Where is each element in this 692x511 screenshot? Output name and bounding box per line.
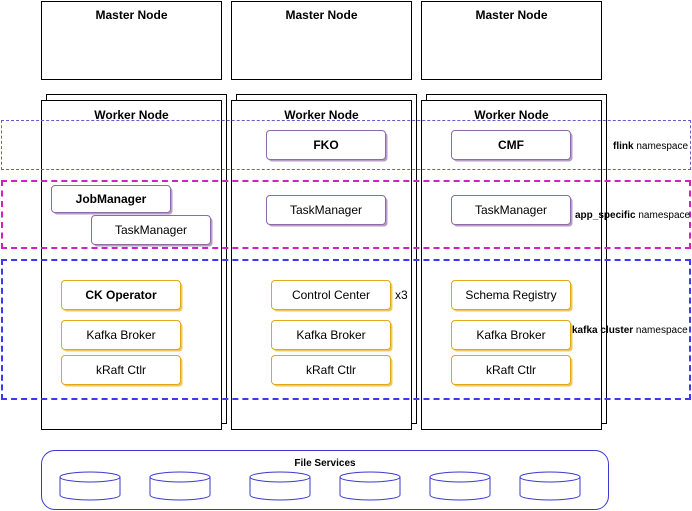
fko-component: FKO	[266, 130, 386, 160]
kraft-controller-component: kRaft Ctlr	[61, 355, 181, 385]
ck-operator-component: CK Operator	[61, 280, 181, 310]
namespace-suffix: namespace	[633, 141, 689, 152]
namespace-suffix: namespace	[633, 325, 688, 336]
master-node: Master Node	[231, 1, 412, 80]
jobmanager-component: JobManager	[51, 185, 171, 213]
control-center-component: Control Center	[271, 280, 391, 310]
master-node: Master Node	[41, 1, 222, 80]
kafka-broker-component: Kafka Broker	[61, 320, 181, 350]
namespace-suffix: namespace	[635, 210, 691, 221]
cmf-component: CMF	[451, 130, 571, 160]
file-services-title: File Services	[294, 458, 356, 469]
kafka-broker-component: Kafka Broker	[451, 320, 571, 350]
flink-namespace-label: flink namespace	[613, 141, 688, 152]
master-node-title: Master Node	[95, 8, 168, 22]
app-specific-namespace-label: app_specific namespace	[575, 210, 690, 221]
kafka-cluster-namespace-label: kafka cluster namespace	[572, 325, 688, 336]
app-specific-namespace	[1, 180, 691, 249]
master-node-title: Master Node	[475, 8, 548, 22]
worker-node-title: Worker Node	[474, 108, 549, 122]
namespace-name: kafka cluster	[572, 325, 634, 336]
taskmanager-component: TaskManager	[451, 195, 571, 225]
file-services-group: File Services	[41, 450, 609, 510]
worker-node-title: Worker Node	[284, 108, 359, 122]
taskmanager-component: TaskManager	[91, 215, 211, 245]
worker-node-title: Worker Node	[94, 108, 169, 122]
kraft-controller-component: kRaft Ctlr	[451, 355, 571, 385]
master-node-title: Master Node	[285, 8, 358, 22]
namespace-name: flink	[613, 141, 634, 152]
taskmanager-component: TaskManager	[266, 195, 386, 225]
flink-namespace	[1, 120, 691, 170]
namespace-name: app_specific	[575, 210, 636, 221]
control-center-replica-count: x3	[395, 288, 408, 302]
master-node: Master Node	[421, 1, 602, 80]
schema-registry-component: Schema Registry	[451, 280, 571, 310]
kafka-broker-component: Kafka Broker	[271, 320, 391, 350]
kraft-controller-component: kRaft Ctlr	[271, 355, 391, 385]
kafka-cluster-namespace	[1, 259, 691, 400]
